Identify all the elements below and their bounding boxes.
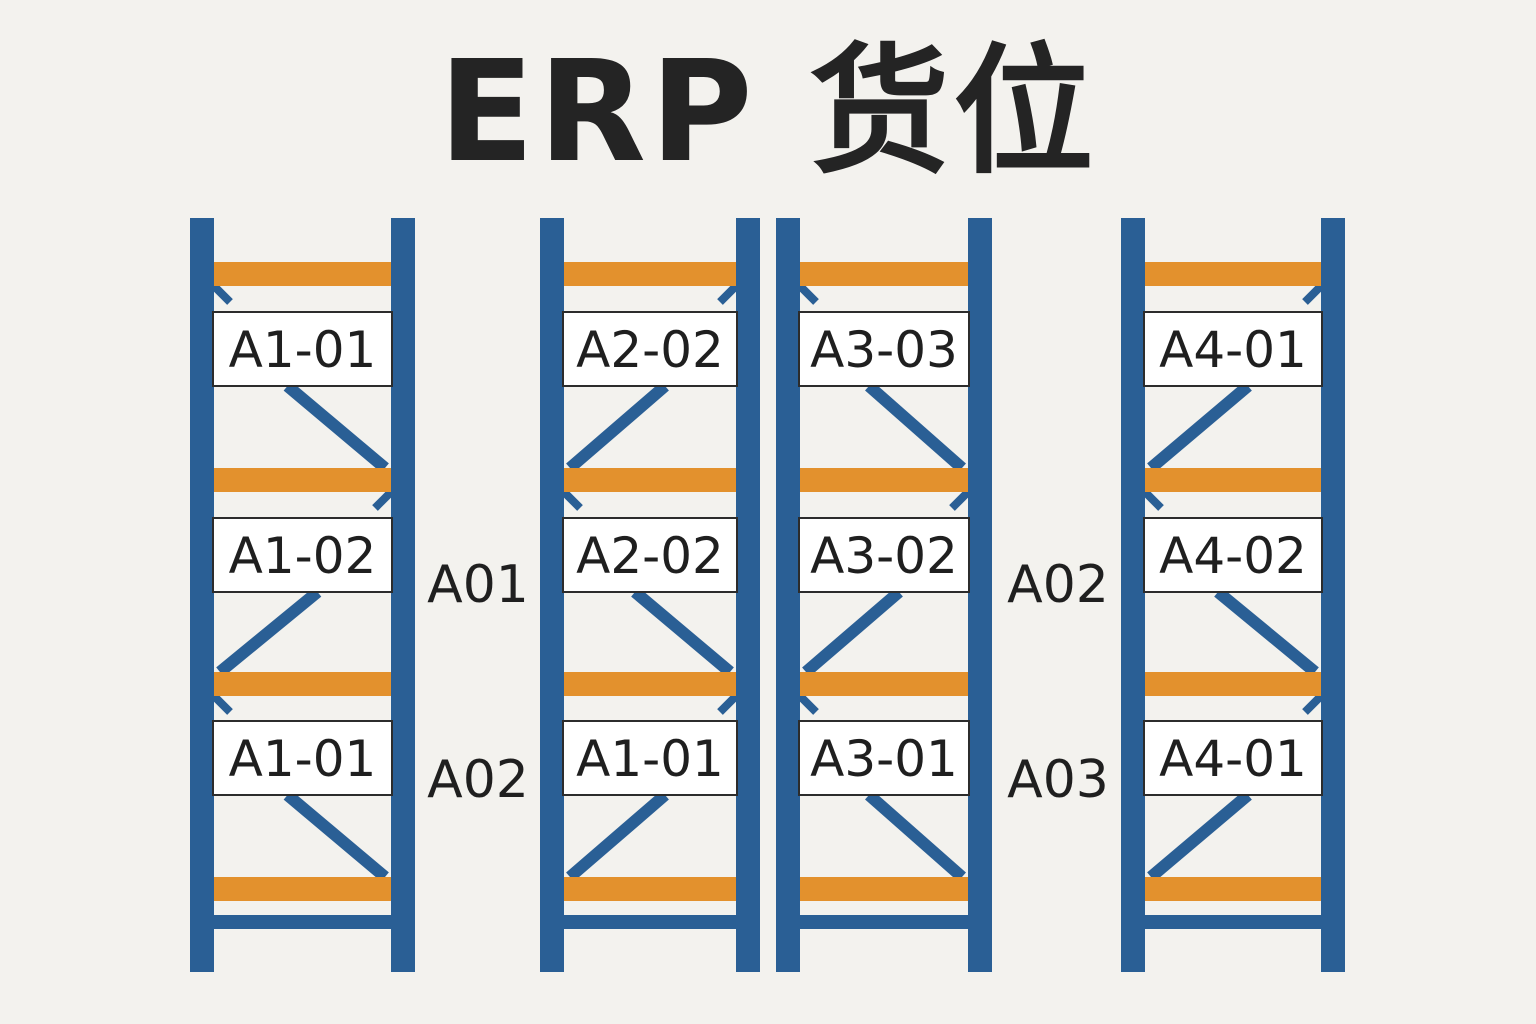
rack-upright-left bbox=[1121, 218, 1145, 972]
rack-upright-right bbox=[736, 218, 760, 972]
diagonal-brace bbox=[631, 587, 734, 677]
rack-beam bbox=[800, 468, 968, 492]
slot-label: A3-03 bbox=[810, 321, 958, 379]
slot-label-box bbox=[212, 311, 393, 387]
slot-label: A4-02 bbox=[1159, 527, 1307, 585]
slot-label: A4-01 bbox=[1159, 730, 1307, 788]
slot-label: A1-01 bbox=[229, 730, 377, 788]
slot-label: A1-01 bbox=[229, 321, 377, 379]
diagonal-brace bbox=[865, 381, 966, 473]
rack-beam bbox=[564, 468, 736, 492]
rack-upright-left bbox=[776, 218, 800, 972]
rack-bottom-rail bbox=[564, 915, 736, 929]
corner-brace bbox=[211, 693, 233, 715]
diagonal-brace bbox=[1147, 381, 1252, 473]
diagonal-brace bbox=[283, 381, 389, 473]
rack-beam bbox=[800, 672, 968, 696]
rack-beam bbox=[800, 262, 968, 286]
diagonal-brace bbox=[566, 790, 669, 882]
corner-brace bbox=[561, 489, 583, 511]
slot-label: A1-01 bbox=[576, 730, 724, 788]
corner-brace bbox=[1142, 489, 1164, 511]
rack-bottom-rail bbox=[1145, 915, 1321, 929]
slot-label-box bbox=[1143, 517, 1323, 593]
rack-beam bbox=[800, 877, 968, 901]
slot-label: A2-02 bbox=[576, 527, 724, 585]
diagonal-brace bbox=[216, 587, 322, 677]
slot-label: A3-01 bbox=[810, 730, 958, 788]
aisle-label: A03 bbox=[1007, 750, 1109, 810]
rack-beam bbox=[214, 468, 391, 492]
rack-upright-right bbox=[968, 218, 992, 972]
rack-beam bbox=[1145, 262, 1321, 286]
page-title: ERP 货位 bbox=[438, 31, 1098, 194]
rack-bottom-rail bbox=[800, 915, 968, 929]
slot-label-box bbox=[562, 720, 738, 796]
rack-beam bbox=[214, 877, 391, 901]
rack-bottom-rail bbox=[214, 915, 391, 929]
slot-label: A2-02 bbox=[576, 321, 724, 379]
slot-label-box bbox=[798, 311, 970, 387]
rack-upright-right bbox=[391, 218, 415, 972]
slot-label-box bbox=[562, 517, 738, 593]
slot-label-box bbox=[212, 720, 393, 796]
corner-brace bbox=[717, 283, 739, 305]
corner-brace bbox=[949, 489, 971, 511]
corner-brace bbox=[797, 693, 819, 715]
slot-label: A1-02 bbox=[229, 527, 377, 585]
rack-beam bbox=[1145, 672, 1321, 696]
rack-upright-right bbox=[1321, 218, 1345, 972]
diagonal-brace bbox=[1214, 587, 1319, 677]
rack-beam bbox=[214, 262, 391, 286]
slot-label: A4-01 bbox=[1159, 321, 1307, 379]
corner-brace bbox=[372, 489, 394, 511]
slot-label-box bbox=[798, 720, 970, 796]
aisle-label: A02 bbox=[1007, 555, 1109, 615]
aisle-label: A01 bbox=[427, 555, 529, 615]
diagonal-brace bbox=[1147, 790, 1252, 882]
slot-label-box bbox=[1143, 311, 1323, 387]
corner-brace bbox=[1302, 693, 1324, 715]
slot-label-box bbox=[798, 517, 970, 593]
aisle-label: A02 bbox=[427, 750, 529, 810]
rack-beam bbox=[214, 672, 391, 696]
rack-upright-left bbox=[190, 218, 214, 972]
rack-beam bbox=[564, 877, 736, 901]
corner-brace bbox=[717, 693, 739, 715]
diagonal-brace bbox=[283, 790, 389, 882]
slot-label-box bbox=[212, 517, 393, 593]
rack-beam bbox=[1145, 877, 1321, 901]
slot-label-box bbox=[562, 311, 738, 387]
diagonal-brace bbox=[566, 381, 669, 473]
diagonal-brace bbox=[802, 587, 903, 677]
diagonal-brace bbox=[865, 790, 966, 882]
rack-beam bbox=[1145, 468, 1321, 492]
slot-label: A3-02 bbox=[810, 527, 958, 585]
corner-brace bbox=[1302, 283, 1324, 305]
rack-beam bbox=[564, 672, 736, 696]
slot-label-box bbox=[1143, 720, 1323, 796]
corner-brace bbox=[211, 283, 233, 305]
rack-beam bbox=[564, 262, 736, 286]
corner-brace bbox=[797, 283, 819, 305]
rack-upright-left bbox=[540, 218, 564, 972]
